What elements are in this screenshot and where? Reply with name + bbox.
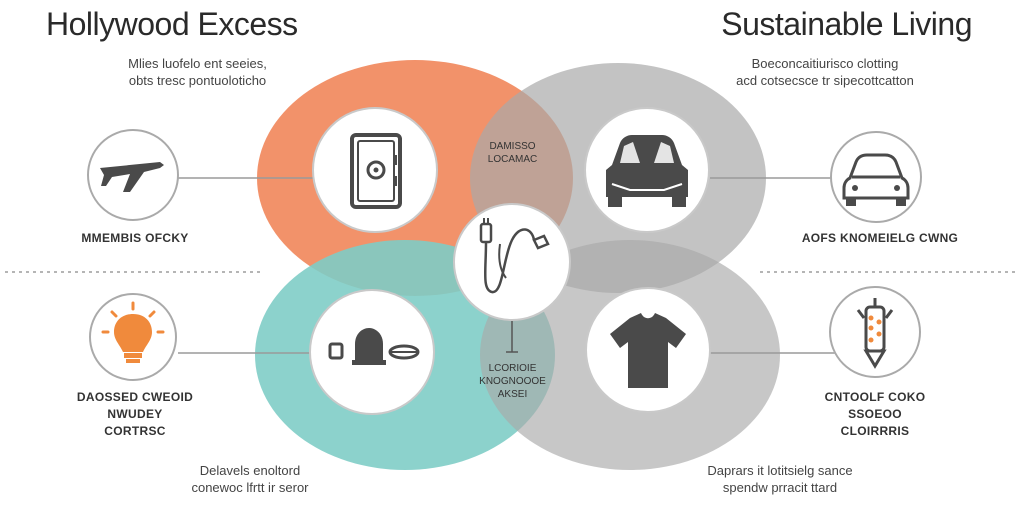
- top-right-caption: Boeconcaitiurisco clotting acd cotsecsce…: [700, 55, 950, 89]
- label-line: CORTRSC: [104, 424, 166, 438]
- label-line: MMEMBIS OFCKY: [81, 231, 189, 245]
- label-line: DAOSSED CWEOID: [76, 390, 194, 404]
- center-line: DAMISSO: [489, 141, 536, 152]
- caption-line: acd cotsecsce tr sipecottcatton: [736, 73, 914, 88]
- caption-line: Delavels enoltord: [199, 463, 301, 478]
- car-front-icon: [584, 107, 710, 233]
- label-line: CLOIRRRIS: [840, 424, 910, 438]
- caption-line: spendw prracit ttard: [722, 480, 838, 495]
- mid-left-label: MMEMBIS OFCKY: [55, 230, 215, 247]
- center-bottom-text: LCORIOIE KNOGNOOOE AKSEI: [465, 362, 560, 401]
- caption-line: Boeconcaitiurisco clotting: [751, 56, 899, 71]
- center-line: LOCAMAC: [487, 154, 538, 165]
- caption-line: Mlies luofelo ent seeies,: [128, 56, 267, 71]
- test-tube-icon: [829, 286, 921, 378]
- bottom-right-caption: Daprars it lotitsielg sance spendw prrac…: [680, 462, 880, 496]
- accessories-icon: [309, 289, 435, 415]
- center-line: LCORIOIE: [488, 363, 537, 374]
- lightbulb-icon: [89, 293, 177, 381]
- right-title: Sustainable Living: [721, 6, 972, 42]
- label-line: SSOEOO: [848, 407, 902, 421]
- caption-line: Daprars it lotitsielg sance: [707, 463, 853, 478]
- tshirt-icon: [585, 287, 711, 413]
- center-top-text: DAMISSO LOCAMAC: [470, 140, 555, 166]
- mid-right-label: AOFS KNOMEIELG CWNG: [780, 230, 980, 247]
- label-line: CNTOOLF COKO: [824, 390, 926, 404]
- caption-line: conewoc lfrtt ir seror: [191, 480, 309, 495]
- power-plug-icon: [453, 203, 571, 321]
- bottom-right-label: CNTOOLF COKO SSOEOO CLOIRRRIS: [795, 389, 955, 440]
- car-icon: [830, 131, 922, 223]
- label-line: NWUDEY: [107, 407, 163, 421]
- left-title: Hollywood Excess: [46, 6, 298, 42]
- center-line: AKSEI: [497, 389, 528, 400]
- label-line: AOFS KNOMEIELG CWNG: [801, 231, 959, 245]
- top-left-caption: Mlies luofelo ent seeies, obts tresc pon…: [105, 55, 290, 89]
- caption-line: obts tresc pontuoloticho: [128, 73, 267, 88]
- bottom-left-label: DAOSSED CWEOID NWUDEY CORTRSC: [55, 389, 215, 440]
- airplane-icon: [87, 129, 179, 221]
- safe-icon: [312, 107, 438, 233]
- bottom-left-caption: Delavels enoltord conewoc lfrtt ir seror: [160, 462, 340, 496]
- center-line: KNOGNOOOE: [479, 376, 546, 387]
